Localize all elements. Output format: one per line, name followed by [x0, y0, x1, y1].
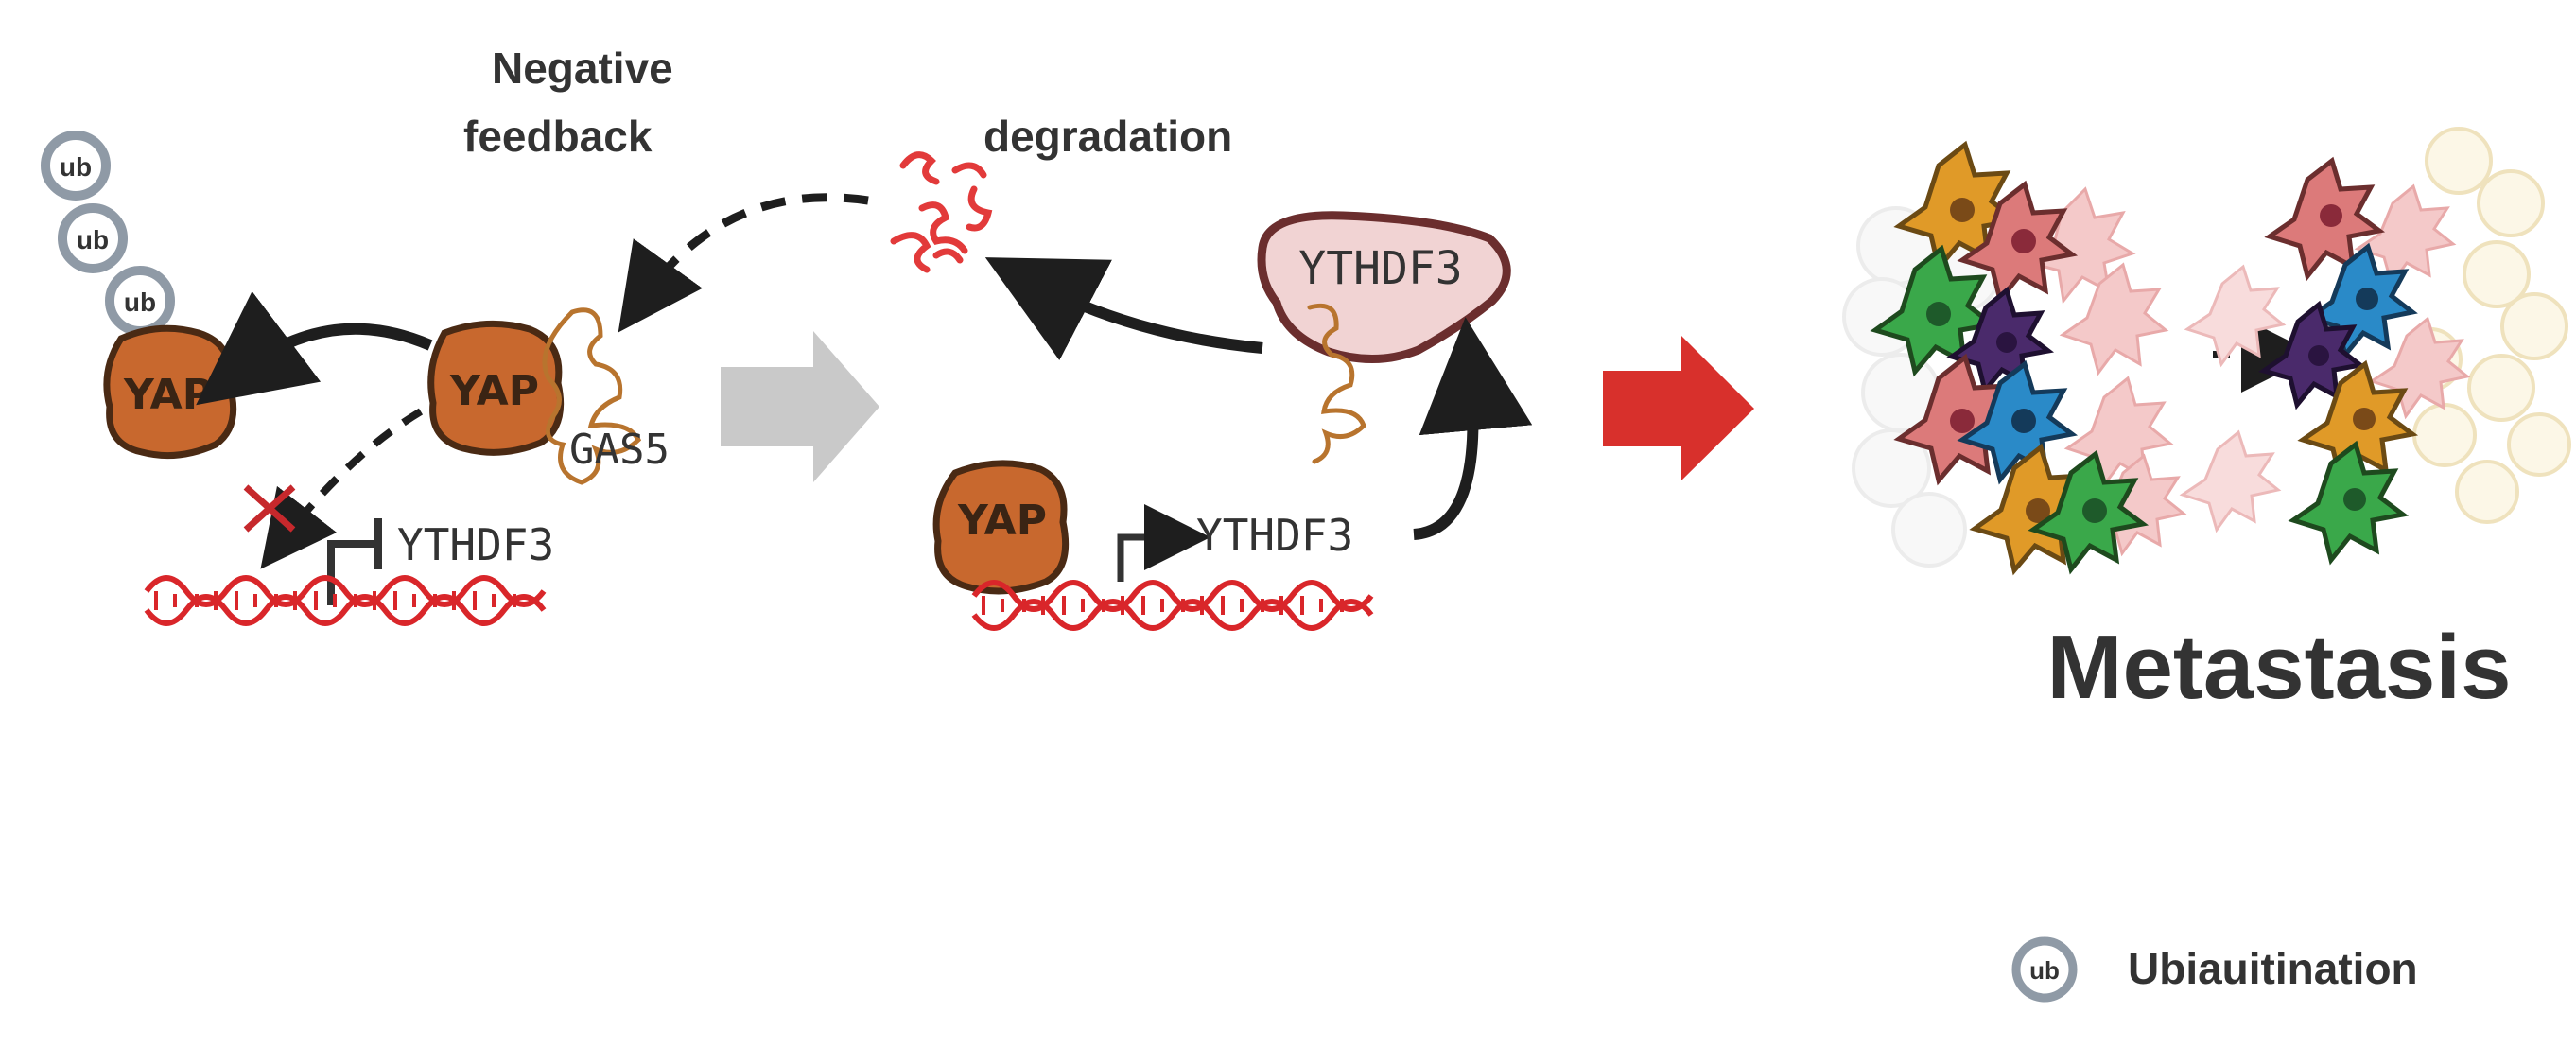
dna-helix-middle: [971, 580, 1374, 631]
cell-cluster-right: [2179, 127, 2571, 566]
active-promoter-icon: [1117, 504, 1210, 582]
ub-label-1: ub: [60, 152, 92, 182]
red-process-arrow: [1603, 336, 1754, 480]
legend-ubiquitination-text: Ubiauitination: [2128, 944, 2418, 993]
gas5-label: GAS5: [569, 426, 670, 474]
tumor-cell-green-2: [2028, 449, 2150, 575]
blocked-transcription-arrow: [260, 408, 424, 569]
metastatic-cell-orange: [2297, 359, 2419, 485]
negative-feedback-arrow: [618, 193, 869, 333]
metastatic-cell-purple: [2258, 300, 2367, 410]
blocked-x-icon: [243, 484, 296, 533]
degradation-arrow: [984, 257, 1263, 360]
ub-label-2: ub: [77, 225, 109, 254]
yap-free: YAP: [932, 460, 1070, 595]
translation-arrow: [1413, 317, 1533, 540]
negative-feedback-line1: Negative: [492, 44, 673, 93]
yap-ubiquitinated: YAP: [103, 324, 237, 460]
tumor-cell-orange-2: [1969, 443, 2098, 576]
gas5-rna-icon: [542, 307, 642, 485]
gray-process-arrow: [721, 331, 879, 482]
tumor-cell-red-1: [1957, 180, 2079, 306]
ub-label-3: ub: [124, 288, 156, 317]
ythdf3-protein: YTHDF3: [1257, 211, 1511, 363]
yap-label-free: YAP: [957, 497, 1047, 545]
degradation-label: degradation: [983, 112, 1232, 161]
dna-helix-left: [144, 575, 547, 626]
ub-circle-3: ub: [105, 266, 175, 336]
yap-label-bound: YAP: [449, 367, 539, 415]
cell-cluster-left: [1842, 140, 2187, 576]
metastasis-label: Metastasis: [2047, 617, 2512, 718]
ythdf3-gene-label-middle: YTHDF3: [1196, 510, 1353, 561]
ythdf3-protein-label: YTHDF3: [1298, 242, 1462, 295]
legend-ub-label: ub: [2029, 956, 2060, 985]
ub-circle-1: ub: [41, 131, 111, 201]
metastatic-cell-green: [2288, 440, 2410, 566]
negative-feedback-line2: feedback: [463, 112, 653, 161]
yap-label-ubiquitinated: YAP: [123, 371, 213, 419]
ubiquitin-chain: ub ub ub: [41, 131, 175, 336]
yap-bound: YAP: [427, 320, 565, 456]
ub-circle-2: ub: [58, 203, 128, 273]
tumor-cell-red-2: [1893, 353, 2023, 486]
ubiquitination-arrow: [196, 290, 433, 406]
degraded-rna-icon: [890, 151, 993, 273]
repressed-promoter-icon: [327, 518, 382, 605]
ythdf3-bound-rna-icon: [1307, 303, 1366, 464]
legend-ubiquitination: ub Ubiauitination: [2011, 936, 2418, 1003]
metastatic-cell-red: [2264, 156, 2386, 282]
ythdf3-gene-label-left: YTHDF3: [397, 519, 554, 570]
tumor-cell-green-1: [1870, 244, 1999, 377]
